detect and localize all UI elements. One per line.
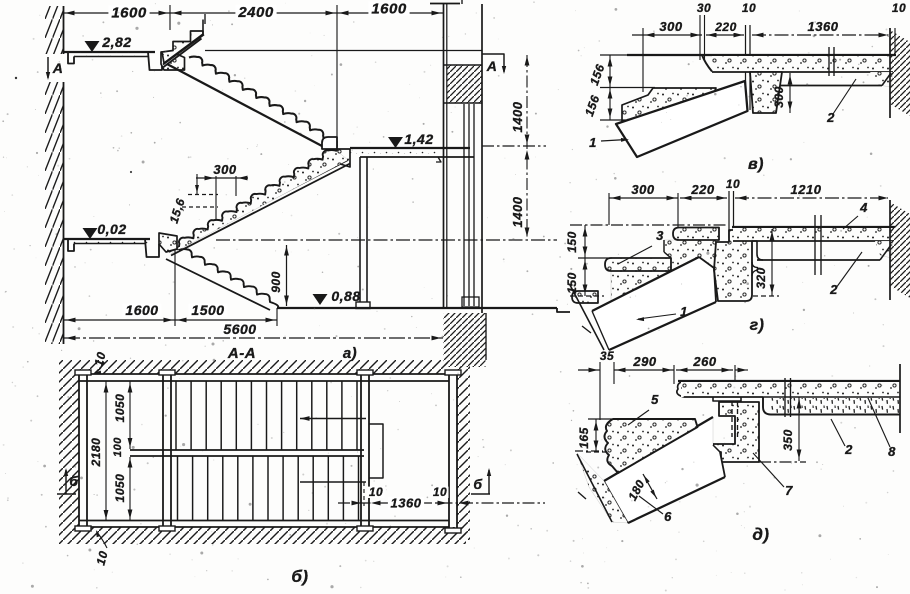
svg-text:5: 5 [651,392,659,407]
svg-text:150: 150 [565,231,579,253]
svg-text:300: 300 [772,86,786,108]
svg-text:A: A [52,60,64,76]
svg-text:7: 7 [785,483,793,498]
svg-text:10: 10 [726,177,740,191]
svg-text:300: 300 [659,19,682,34]
svg-text:10: 10 [369,485,383,499]
svg-text:3: 3 [656,228,664,243]
svg-text:100: 100 [112,437,124,457]
svg-text:г): г) [750,317,765,334]
svg-text:2: 2 [826,110,835,125]
svg-text:1360: 1360 [808,19,839,34]
svg-text:260: 260 [692,354,716,369]
svg-text:10: 10 [94,549,111,566]
svg-text:4: 4 [859,200,868,215]
svg-text:1400: 1400 [510,196,525,227]
svg-text:2180: 2180 [89,438,103,468]
svg-text:в): в) [748,156,764,173]
svg-text:A: A [486,58,498,74]
svg-text:1600: 1600 [125,302,158,318]
svg-text:156: 156 [587,62,608,87]
svg-text:1050: 1050 [113,394,127,423]
svg-text:300: 300 [213,162,236,177]
svg-text:0,88: 0,88 [331,288,360,304]
svg-text:10: 10 [742,1,756,15]
svg-text:10: 10 [92,350,109,367]
svg-text:1: 1 [680,304,688,319]
svg-text:10: 10 [433,485,447,499]
svg-text:290: 290 [632,354,656,369]
svg-text:320: 320 [754,267,768,289]
svg-text:5600: 5600 [223,321,256,337]
svg-text:б: б [473,476,482,492]
svg-text:1400: 1400 [510,101,525,132]
svg-text:2400: 2400 [237,4,274,21]
svg-text:1600: 1600 [371,1,407,18]
svg-text:220: 220 [714,20,737,34]
svg-text:6: 6 [664,509,672,524]
svg-text:1360: 1360 [391,496,422,511]
svg-text:д): д) [752,525,769,544]
svg-text:2,82: 2,82 [101,34,131,50]
svg-text:А-А: А-А [227,345,256,362]
svg-text:1500: 1500 [191,302,224,318]
svg-text:б): б) [291,567,308,586]
svg-text:1050: 1050 [113,474,127,503]
svg-text:35: 35 [600,349,614,363]
svg-text:б: б [69,473,78,489]
svg-text:1210: 1210 [791,182,822,197]
svg-text:2: 2 [844,442,853,457]
svg-text:1,42: 1,42 [404,131,433,147]
svg-text:1600: 1600 [111,5,147,22]
svg-text:30: 30 [697,1,711,15]
svg-text:0,02: 0,02 [97,221,126,237]
svg-text:350: 350 [781,429,795,451]
svg-text:8: 8 [888,444,896,459]
svg-text:1: 1 [589,135,597,150]
svg-text:165: 165 [577,427,591,449]
svg-text:10: 10 [892,1,906,15]
svg-text:2: 2 [829,282,838,297]
svg-text:150: 150 [565,272,579,294]
svg-text:а): а) [343,345,357,362]
svg-text:300: 300 [631,182,654,197]
svg-text:220: 220 [690,182,714,197]
svg-text:900: 900 [269,271,283,293]
